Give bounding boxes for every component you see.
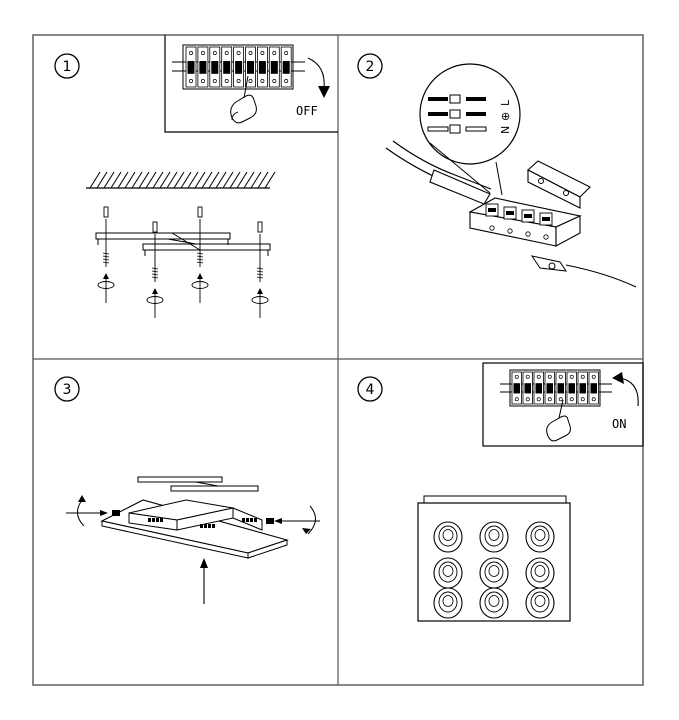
step-3-number: 3 <box>63 382 72 398</box>
step-2-badge <box>357 53 383 79</box>
wiring-detail-magnifier: N ⊕ L <box>419 63 521 196</box>
terminal-cover <box>527 160 591 209</box>
installed-ceiling-lamp <box>417 495 571 622</box>
step-1-panel: 1 OFF <box>54 35 338 318</box>
mounting-bracket <box>95 232 271 256</box>
neutral-label: N <box>499 126 512 134</box>
step-3-panel: 3 <box>54 376 320 604</box>
step-1-badge <box>54 53 80 79</box>
earth-symbol: ⊕ <box>499 112 512 121</box>
fixture-base <box>100 499 289 559</box>
step-4-number: 4 <box>366 382 375 398</box>
power-cable <box>385 140 492 205</box>
hand-pointer-icon <box>230 75 257 124</box>
step-4-badge <box>357 376 383 402</box>
left-screw-rotate-icon <box>66 495 120 527</box>
step-2-panel: 2 N ⊕ L <box>357 53 637 288</box>
ceiling-hatch <box>86 171 276 189</box>
step-3-badge <box>54 376 80 402</box>
step-1-number: 1 <box>63 59 72 75</box>
step-4-breaker-inset: ON <box>482 362 644 447</box>
step-2-number: 2 <box>366 59 375 75</box>
hand-pointer-icon <box>546 399 571 442</box>
wire-pairs <box>427 94 487 134</box>
rotate-up-arrow-icon <box>612 372 639 407</box>
screw-group <box>97 206 269 318</box>
live-label: L <box>499 99 512 106</box>
step-4-panel: 4 ON <box>357 362 644 622</box>
breaker-panel-icon <box>500 369 612 407</box>
step-1-breaker-inset: OFF <box>164 35 338 133</box>
on-label: ON <box>612 417 626 431</box>
off-label: OFF <box>296 104 318 118</box>
rotate-down-arrow-icon <box>307 57 330 98</box>
bracket-exploded <box>137 476 259 492</box>
breaker-panel-icon <box>172 44 305 90</box>
lift-up-arrow-icon <box>200 558 208 604</box>
right-screw-rotate-icon <box>266 505 320 535</box>
terminal-block <box>468 197 637 288</box>
